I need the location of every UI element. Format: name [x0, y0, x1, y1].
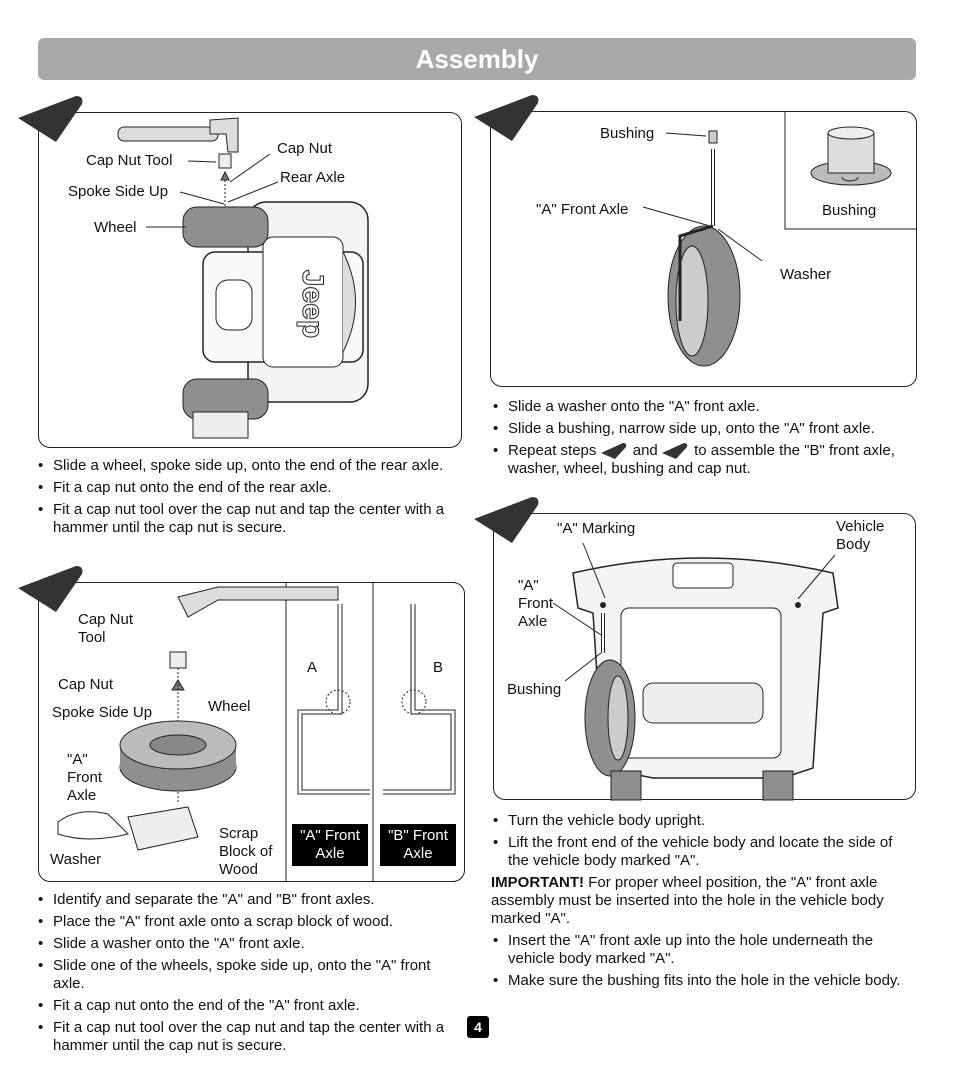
repeat-and: and	[632, 442, 658, 459]
hammer-icon	[117, 117, 239, 153]
panel1-instructions: Slide a wheel, spoke side up, onto the e…	[36, 457, 456, 541]
section-title: Assembly	[415, 43, 539, 74]
step-3-tab	[474, 95, 539, 141]
step-1-ref-icon	[600, 443, 626, 460]
p2-label-a-front-axle: "A" Front Axle	[67, 751, 103, 804]
p3-label-bushing: Bushing	[600, 125, 655, 142]
hammer-icon	[177, 586, 339, 618]
instruction-item: Turn the vehicle body upright.	[491, 812, 911, 830]
p3-label-a-front-axle: "A" Front Axle	[536, 201, 629, 218]
important-label: IMPORTANT!	[491, 874, 585, 891]
p4-label-vehicle-body: Vehicle Body	[836, 518, 885, 553]
instruction-item: Fit a cap nut onto the end of the "A" fr…	[36, 997, 456, 1015]
p2-label-spoke-side-up: Spoke Side Up	[52, 704, 153, 721]
instruction-item: Fit a cap nut tool over the cap nut and …	[36, 1019, 456, 1055]
p2-label-cap-nut: Cap Nut	[58, 676, 114, 693]
instruction-item: Identify and separate the "A" and "B" fr…	[36, 891, 456, 909]
p2-label-scrap-block: Scrap Block of Wood	[219, 825, 273, 878]
p1-label-rear-axle: Rear Axle	[280, 169, 346, 186]
step-2-tab	[18, 566, 83, 612]
panel3-instructions: Slide a washer onto the "A" front axle. …	[491, 398, 921, 482]
axle-a-icon	[297, 604, 370, 795]
caption-a-front-axle: "A" Front Axle	[292, 824, 368, 866]
panel3-illustration	[642, 111, 917, 367]
instruction-item: Insert the "A" front axle up into the ho…	[491, 932, 911, 968]
p2-label-washer: Washer	[50, 851, 102, 868]
instruction-item: Slide a bushing, narrow side up, onto th…	[491, 420, 921, 438]
p4-label-a-marking: "A" Marking	[557, 520, 636, 537]
instruction-item: Lift the front end of the vehicle body a…	[491, 834, 911, 870]
p1-label-cap-nut: Cap Nut	[277, 140, 333, 157]
step-1-tab	[18, 96, 83, 142]
page-number: 4	[467, 1016, 489, 1038]
important-text: For proper wheel position, the "A" front…	[491, 874, 884, 927]
instruction-item: Slide a wheel, spoke side up, onto the e…	[36, 457, 456, 475]
step-4-tab	[474, 497, 539, 543]
wheel-icon	[584, 659, 636, 777]
wheel-icon	[667, 225, 741, 367]
p1-label-wheel: Wheel	[94, 219, 137, 236]
step-3-ref-icon	[661, 443, 688, 460]
wheel-icon	[119, 720, 237, 792]
panel2-dividers	[57, 582, 456, 882]
p2-label-wheel: Wheel	[208, 698, 251, 715]
jeep-body-icon: Jeep	[202, 201, 369, 403]
panel1-illustration: Jeep	[117, 117, 369, 439]
p2-label-axle-b: B	[433, 659, 444, 676]
p4-label-a-front-axle: "A" Front Axle	[518, 577, 554, 630]
important-note: IMPORTANT! For proper wheel position, th…	[491, 874, 911, 928]
panel2-instructions: Identify and separate the "A" and "B" fr…	[36, 891, 456, 1059]
instruction-item: Fit a cap nut onto the end of the rear a…	[36, 479, 456, 497]
tire-top-icon	[182, 206, 269, 248]
cap-nut-tool-icon	[218, 153, 232, 169]
p4-label-bushing: Bushing	[507, 681, 562, 698]
axle-b-icon	[383, 604, 456, 795]
p1-label-cap-nut-tool: Cap Nut Tool	[86, 152, 173, 169]
instruction-item: Make sure the bushing fits into the hole…	[491, 972, 911, 990]
instruction-item: Place the "A" front axle onto a scrap bl…	[36, 913, 456, 931]
instruction-item: Slide one of the wheels, spoke side up, …	[36, 957, 456, 993]
repeat-prefix: Repeat steps	[508, 442, 597, 459]
instruction-item: Repeat steps and to assemble the "B" fro…	[491, 442, 921, 478]
instruction-item: Fit a cap nut tool over the cap nut and …	[36, 501, 456, 537]
p3-label-inset-bushing: Bushing	[822, 202, 877, 219]
caption-b-front-axle: "B" Front Axle	[380, 824, 456, 866]
repeat-suffix: to assemble the "B" front axle, washer, …	[508, 442, 895, 477]
vehicle-body-icon	[572, 557, 839, 779]
panel4-instructions: Turn the vehicle body upright. Lift the …	[491, 812, 911, 994]
panel4-illustration	[552, 542, 839, 801]
instruction-item: Slide a washer onto the "A" front axle.	[491, 398, 921, 416]
cap-nut-tool-icon	[169, 651, 187, 669]
p2-label-cap-nut-tool: Cap Nut Tool	[78, 611, 134, 646]
p1-label-spoke-side-up: Spoke Side Up	[68, 183, 169, 200]
p2-label-axle-a: A	[307, 659, 318, 676]
svg-text:Jeep: Jeep	[296, 270, 329, 338]
p3-label-washer: Washer	[780, 266, 832, 283]
section-header: Assembly	[38, 38, 916, 80]
bushing-inset-icon	[810, 126, 892, 186]
instruction-item: Slide a washer onto the "A" front axle.	[36, 935, 456, 953]
